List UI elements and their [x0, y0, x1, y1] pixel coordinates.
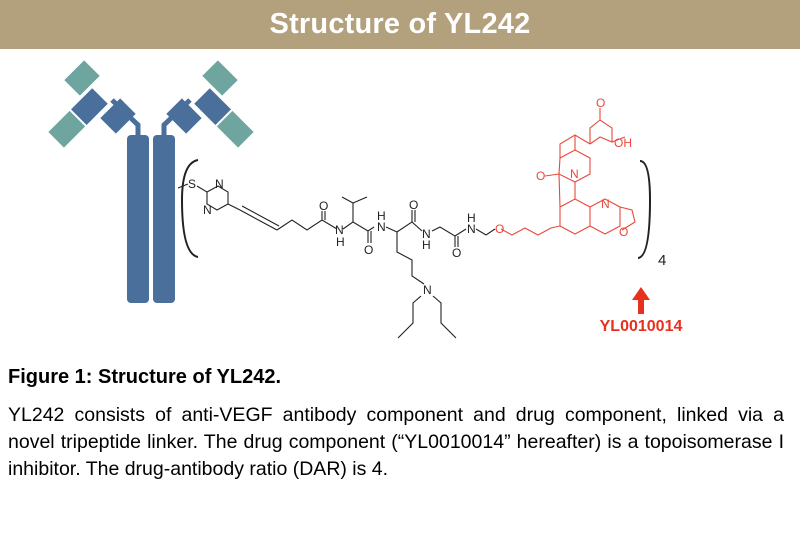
svg-text:O: O: [409, 198, 418, 212]
arrow-up-icon: [632, 287, 650, 314]
drug-atom-labels: O N O N OH O O: [495, 96, 632, 239]
svg-text:O: O: [364, 243, 373, 257]
svg-text:O: O: [619, 225, 628, 239]
svg-text:N: N: [335, 223, 344, 237]
figure-caption-title: Figure 1: Structure of YL242.: [8, 366, 282, 388]
linker-structure: [177, 183, 496, 339]
svg-text:O: O: [536, 169, 545, 183]
dar-subscript: 4: [658, 252, 666, 269]
svg-text:N: N: [570, 167, 579, 181]
svg-text:S: S: [188, 177, 196, 191]
svg-text:OH: OH: [614, 136, 632, 150]
svg-text:N: N: [422, 227, 431, 241]
svg-text:N: N: [423, 283, 432, 297]
drug-structure: [500, 108, 636, 236]
svg-text:N: N: [215, 177, 224, 191]
atom-labels: S N N O N H O N H O N H O N H N: [188, 177, 476, 297]
svg-text:H: H: [467, 211, 476, 225]
svg-text:N: N: [467, 222, 476, 236]
svg-text:N: N: [377, 220, 386, 234]
left-bracket: [180, 159, 199, 258]
page-title: Structure of YL242: [269, 8, 531, 40]
drug-label: YL0010014: [600, 318, 683, 335]
structure-figure: S N N O N H O N H O N H O N H N O N O N …: [48, 60, 683, 339]
svg-text:H: H: [422, 238, 431, 252]
svg-text:H: H: [377, 209, 386, 223]
figure-caption-body: YL242 consists of anti-VEGF antibody com…: [8, 404, 784, 480]
svg-text:O: O: [495, 222, 504, 236]
title-banner: Structure of YL242: [0, 0, 800, 49]
antibody-icon: [48, 60, 254, 303]
svg-text:N: N: [203, 203, 212, 217]
svg-text:O: O: [452, 246, 461, 260]
svg-text:N: N: [601, 197, 610, 211]
svg-text:O: O: [319, 199, 328, 213]
right-bracket: [637, 160, 652, 259]
svg-text:H: H: [336, 235, 345, 249]
svg-text:O: O: [596, 96, 605, 110]
